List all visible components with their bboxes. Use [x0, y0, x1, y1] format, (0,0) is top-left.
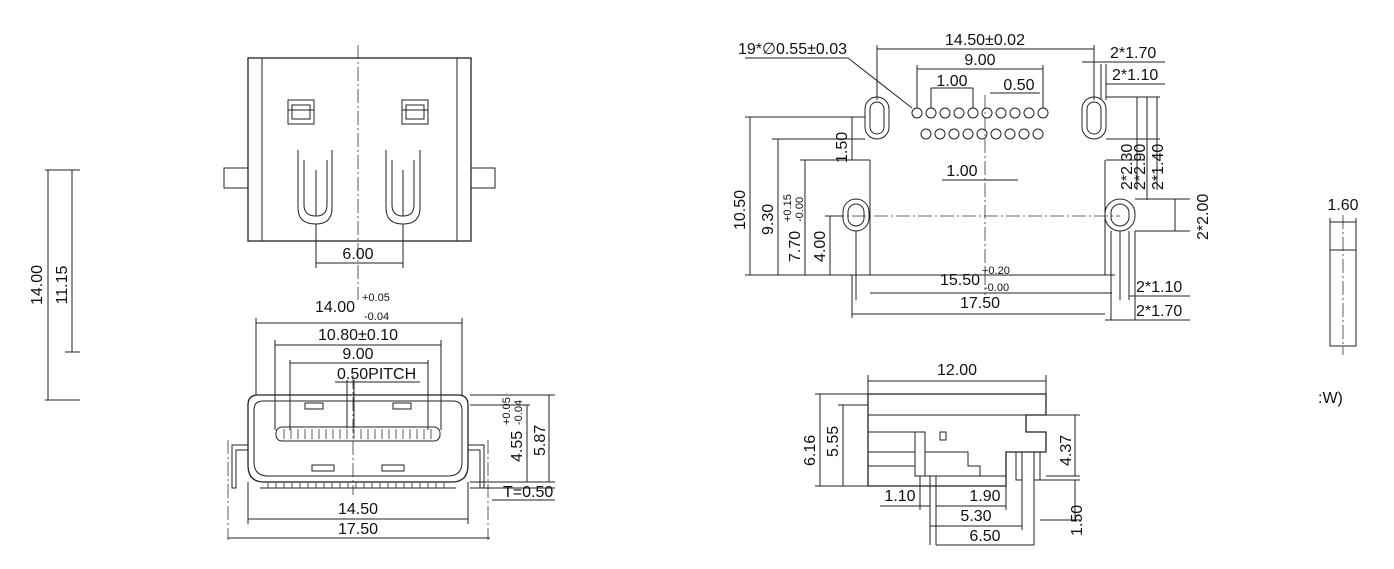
latch-window-right: [401, 99, 429, 125]
dim-height-inner: 11.15: [54, 265, 71, 304]
dim-slot-len-b: 2*2.90: [1132, 144, 1149, 190]
dim-tab-spacing: 6.00: [342, 246, 373, 263]
dim-hole-spec: 19*∅0.55±0.03: [738, 41, 847, 58]
dim-body-width: 17.50: [960, 295, 1000, 312]
dim-hole-spacing: 15.50: [940, 272, 980, 289]
front-view: 14.00 +0.05 -0.04 10.80±0.10 9.00 0.50PI…: [227, 292, 555, 540]
dim-pcb-height-d: 4.00: [812, 231, 829, 262]
svg-text:-0.04: -0.04: [513, 400, 525, 425]
right-view: 1.60 :W): [1318, 197, 1359, 407]
top-view: 6.00: [223, 45, 496, 300]
dim-slot-width-outer: 2*1.70: [1110, 45, 1156, 62]
dim-pcb-height-total: 10.50: [732, 190, 749, 230]
spring-clip-left: [297, 150, 333, 225]
svg-text:+0.05: +0.05: [501, 397, 513, 425]
dim-total-height: 5.87: [532, 425, 549, 456]
dim-inner-height: 4.55: [509, 431, 526, 462]
svg-text:-0.00: -0.00: [794, 197, 806, 222]
dim-row-pitch-a: 1.00: [936, 73, 967, 90]
svg-text:-0.00: -0.00: [984, 282, 1009, 294]
dim-right-thickness: 1.60: [1327, 197, 1358, 214]
dim-side-offset-d: 6.50: [969, 528, 1000, 545]
top-view-height-dims: 14.00 11.15: [29, 169, 80, 401]
dim-flange: 14.50: [338, 501, 378, 518]
dim-side-offset-c: 5.30: [960, 508, 991, 525]
dim-side-leg: 1.50: [1069, 505, 1086, 536]
latch-window-left: [287, 99, 315, 125]
dim-opening: 10.80±0.10: [318, 327, 398, 344]
side-view: 12.00 6.16 5.55 4.37 1.50 1.10 1.90 5.30…: [802, 362, 1086, 546]
pin-pads-row-2: [920, 128, 1044, 140]
dim-pin-pitch: 0.50: [1003, 77, 1034, 94]
pcb-layout: 19*∅0.55±0.03 14.50±0.02 9.00 1.00 0.50 …: [732, 32, 1212, 321]
dim-pin-span: 9.00: [964, 52, 995, 69]
dim-pcb-offset: 1.50: [834, 132, 851, 163]
dim-thickness: T=0.50: [503, 484, 553, 501]
dim-side-offset-a: 1.10: [884, 488, 915, 505]
dim-slot-len-c: 2*1.40: [1150, 144, 1167, 190]
dim-pcb-height-b: 9.30: [760, 204, 777, 235]
dim-side-height-c: 4.37: [1058, 435, 1075, 466]
dim-hole-width-inner: 2*1.10: [1136, 279, 1182, 296]
pin-pads-row-1: [911, 107, 1049, 119]
dim-overall: 17.50: [338, 521, 378, 538]
dim-pitch: 0.50PITCH: [337, 366, 416, 383]
dim-hole-len: 2*2.00: [1195, 194, 1212, 240]
svg-text:-0.04: -0.04: [364, 311, 389, 323]
dim-slot-len-a: 2*2.30: [1119, 144, 1136, 190]
dim-side-height-total: 6.16: [802, 435, 819, 466]
dim-row-pitch-b: 1.00: [946, 163, 977, 180]
dim-slot-spacing: 14.50±0.02: [945, 32, 1025, 49]
dim-side-length: 12.00: [937, 362, 977, 379]
dim-slot-width-inner: 2*1.10: [1112, 67, 1158, 84]
dim-front-width: 14.00: [315, 299, 355, 316]
dim-side-offset-b: 1.90: [969, 488, 1000, 505]
view-label-fragment: :W): [1318, 390, 1343, 407]
dim-pcb-height-c: 7.70: [787, 231, 804, 262]
dim-contacts: 9.00: [342, 346, 373, 363]
svg-text:+0.15: +0.15: [782, 194, 794, 222]
svg-text:+0.20: +0.20: [982, 265, 1010, 277]
dim-hole-width-outer: 2*1.70: [1136, 303, 1182, 320]
svg-text:+0.05: +0.05: [362, 292, 390, 304]
dim-side-height-b: 5.55: [825, 426, 842, 457]
spring-clip-right: [385, 150, 421, 225]
dim-width-total: 14.00: [29, 265, 46, 305]
